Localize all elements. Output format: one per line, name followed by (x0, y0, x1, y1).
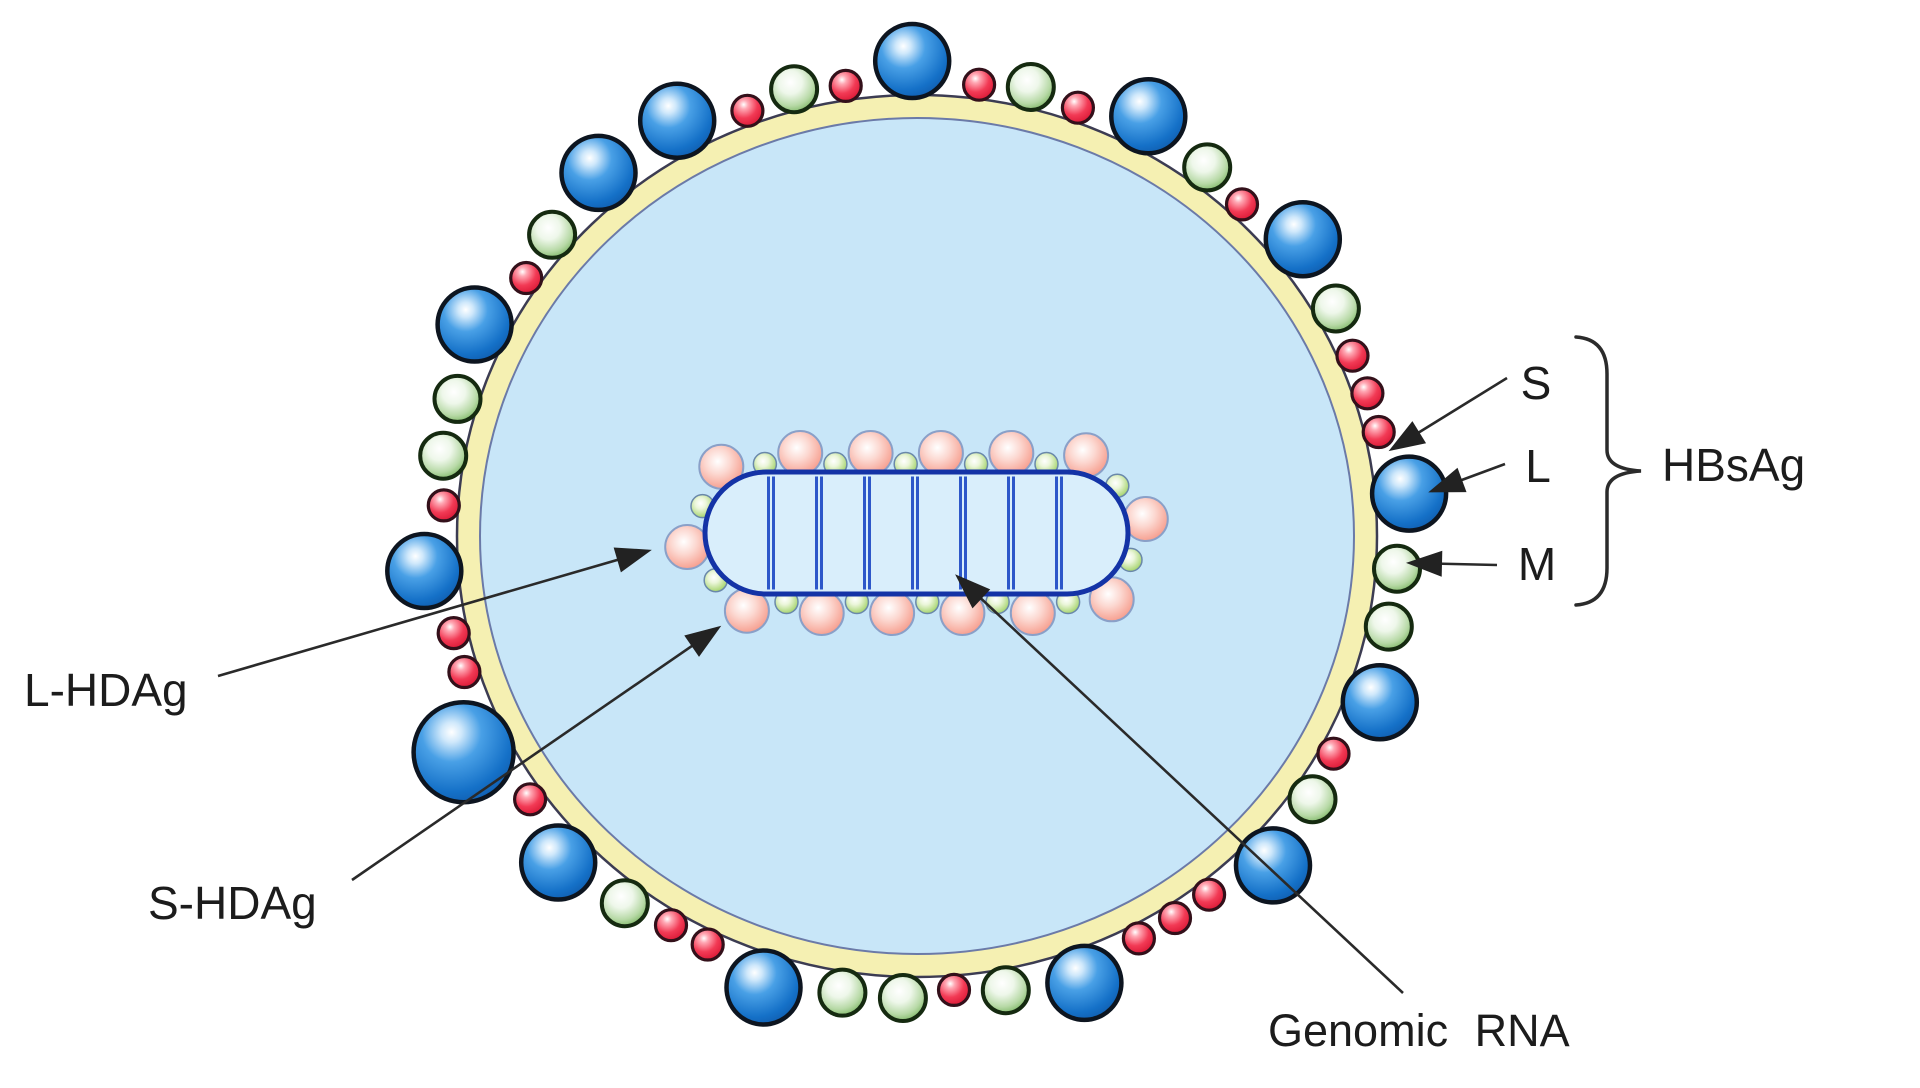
s-label: S (1521, 357, 1552, 409)
hbsag-m-sphere-green (527, 209, 578, 260)
hbsag-m-sphere-green (980, 965, 1031, 1016)
hbsag-m-sphere-green (1005, 62, 1056, 112)
hbsag-s-sphere-red (936, 972, 972, 1008)
hbsag-s-sphere-red (436, 615, 471, 651)
rnp-core (664, 430, 1169, 636)
l-hdag-bead (869, 590, 916, 636)
hbsag-l-sphere-blue (385, 531, 464, 611)
hbsag-l-sphere-blue (1109, 77, 1188, 156)
hbsag-l-sphere-blue (872, 21, 952, 101)
l-hdag-bead (939, 590, 986, 636)
hbsag-s-sphere-red (1060, 90, 1096, 125)
hbsag-m-sphere-green (769, 64, 820, 115)
m-label: M (1518, 538, 1556, 590)
hbsag-l-sphere-blue (559, 133, 638, 213)
hbsag-m-sphere-green (432, 373, 483, 424)
hbsag-m-sphere-green (1287, 774, 1338, 825)
hbsag-s-sphere-red (447, 654, 482, 690)
l-hdag-bead (917, 430, 964, 476)
hbsag-l-sphere-blue (411, 699, 516, 805)
hbsag-l-sphere-blue (637, 81, 717, 160)
s-hdag-arrow (351, 625, 722, 882)
hbsag-s-sphere-red (730, 93, 765, 128)
hbsag-m-sphere-green (1363, 601, 1414, 652)
hbsag-m-sphere-green (817, 967, 868, 1018)
l-arrow (1428, 462, 1506, 493)
hbsag-s-sphere-red (961, 67, 997, 102)
l-hdag-bead (798, 590, 845, 636)
hbsag-s-sphere-red (1224, 187, 1260, 222)
hbsag-s-sphere-red (512, 782, 548, 817)
hbsag-m-sphere-green (1372, 543, 1422, 594)
annotations: S L M HBsAg L-HDAg S-HDAg Genomic RNA (24, 335, 1805, 1056)
hbsag-s-sphere-red (1316, 736, 1351, 771)
hbsag-s-sphere-red (828, 68, 863, 104)
l-hdag-bead (847, 430, 894, 476)
hbsag-l-sphere-blue (1340, 662, 1420, 742)
hbsag-s-sphere-red (653, 908, 689, 943)
hbsag-m-sphere-green (1182, 142, 1233, 193)
hbsag-s-sphere-red (1350, 376, 1385, 411)
hbsag-l-sphere-blue (435, 285, 514, 364)
genomic-rna-arrow (955, 574, 1404, 994)
m-arrow (1406, 550, 1498, 577)
hbsag-s-sphere-red (1157, 900, 1193, 936)
hbsag-surface-spheres (385, 21, 1449, 1027)
hbsag-l-sphere-blue (1233, 826, 1313, 905)
rna-rungs (767, 476, 1063, 590)
s-hdag-label: S-HDAg (148, 877, 317, 929)
l-hdag-arrow (217, 547, 652, 678)
l-hdag-bead (777, 430, 824, 476)
s-arrow (1388, 376, 1508, 452)
hbsag-l-sphere-blue (1263, 199, 1343, 279)
hbsag-s-sphere-red (1335, 338, 1370, 373)
hbsag-l-sphere-blue (518, 823, 598, 902)
hbsag-s-sphere-red (1191, 877, 1227, 912)
hbsag-l-sphere-blue (1369, 454, 1449, 533)
hbsag-l-sphere-blue (1045, 943, 1124, 1023)
l-label: L (1525, 440, 1551, 492)
hbsag-l-sphere-blue (724, 948, 803, 1027)
hbsag-m-sphere-green (599, 878, 650, 929)
hbsag-s-sphere-red (1121, 921, 1157, 956)
l-hdag-label: L-HDAg (24, 664, 188, 716)
hbsag-s-sphere-red (690, 927, 725, 962)
hbsag-s-sphere-red (509, 260, 544, 296)
hbsag-s-sphere-red (426, 488, 461, 523)
genomic-rna-label: Genomic RNA (1268, 1005, 1570, 1056)
hbsag-s-sphere-red (1361, 414, 1396, 450)
hbsag-m-sphere-green (1310, 283, 1361, 334)
hbsag-m-sphere-green (877, 973, 928, 1023)
hbsag-label: HBsAg (1662, 439, 1805, 491)
l-hdag-bead (988, 430, 1035, 476)
hbsag-m-sphere-green (418, 430, 469, 481)
hbsag-brace (1574, 335, 1642, 607)
l-hdag-bead (1009, 590, 1056, 636)
